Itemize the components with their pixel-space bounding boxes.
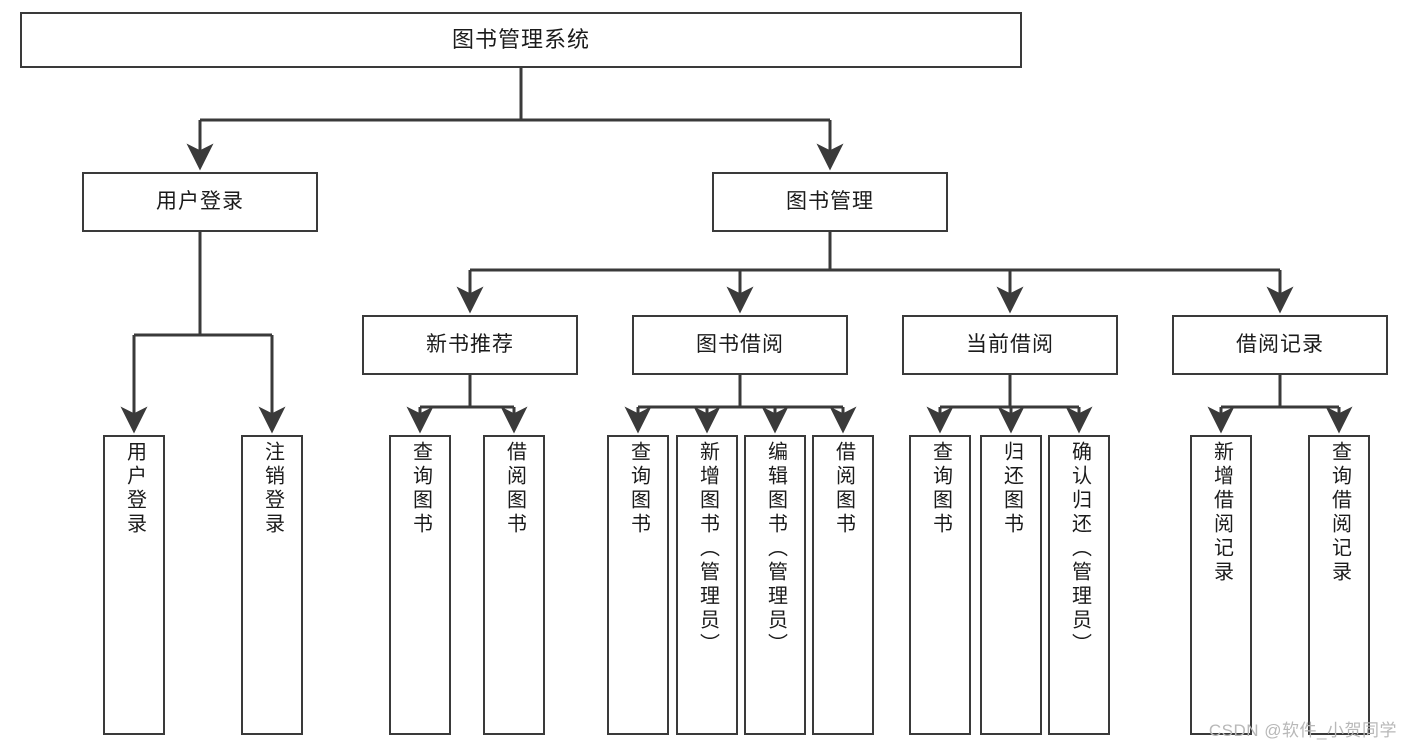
node-leaf-return-book-label: 归还图书	[1000, 441, 1023, 537]
node-leaf-edit-book-label: 编辑图书（管理员）	[764, 441, 787, 657]
node-leaf-confirm-return-label: 确认归还（管理员）	[1068, 441, 1091, 657]
node-leaf-borrow-book-1[interactable]: 借阅图书	[483, 435, 545, 735]
node-leaf-add-book-label: 新增图书（管理员）	[696, 441, 719, 657]
node-leaf-add-record[interactable]: 新增借阅记录	[1190, 435, 1252, 735]
node-user-login[interactable]: 用户登录	[82, 172, 318, 232]
node-leaf-query-book-3-label: 查询图书	[929, 441, 952, 537]
node-leaf-user-login[interactable]: 用户登录	[103, 435, 165, 735]
node-book-borrow-label: 图书借阅	[696, 333, 784, 357]
node-leaf-query-book-2[interactable]: 查询图书	[607, 435, 669, 735]
node-borrow-record-label: 借阅记录	[1236, 333, 1324, 357]
node-leaf-confirm-return[interactable]: 确认归还（管理员）	[1048, 435, 1110, 735]
node-leaf-query-book-1[interactable]: 查询图书	[389, 435, 451, 735]
node-new-book-recommend-label: 新书推荐	[426, 333, 514, 357]
node-leaf-user-logout[interactable]: 注销登录	[241, 435, 303, 735]
node-root[interactable]: 图书管理系统	[20, 12, 1022, 68]
node-new-book-recommend[interactable]: 新书推荐	[362, 315, 578, 375]
node-leaf-query-book-3[interactable]: 查询图书	[909, 435, 971, 735]
node-leaf-query-book-1-label: 查询图书	[409, 441, 432, 537]
node-leaf-query-record-label: 查询借阅记录	[1328, 441, 1351, 585]
node-leaf-return-book[interactable]: 归还图书	[980, 435, 1042, 735]
node-current-borrow-label: 当前借阅	[966, 333, 1054, 357]
node-current-borrow[interactable]: 当前借阅	[902, 315, 1118, 375]
node-user-login-label: 用户登录	[156, 190, 244, 214]
node-leaf-edit-book[interactable]: 编辑图书（管理员）	[744, 435, 806, 735]
node-root-label: 图书管理系统	[451, 26, 590, 52]
node-leaf-query-record[interactable]: 查询借阅记录	[1308, 435, 1370, 735]
node-leaf-user-login-label: 用户登录	[123, 441, 146, 537]
node-book-management-label: 图书管理	[786, 190, 874, 214]
node-borrow-record[interactable]: 借阅记录	[1172, 315, 1388, 375]
node-leaf-query-book-2-label: 查询图书	[627, 441, 650, 537]
node-leaf-add-book[interactable]: 新增图书（管理员）	[676, 435, 738, 735]
node-leaf-add-record-label: 新增借阅记录	[1210, 441, 1233, 585]
node-leaf-user-logout-label: 注销登录	[261, 441, 284, 537]
node-leaf-borrow-book-2-label: 借阅图书	[832, 441, 855, 537]
node-leaf-borrow-book-1-label: 借阅图书	[503, 441, 526, 537]
node-book-borrow[interactable]: 图书借阅	[632, 315, 848, 375]
watermark: CSDN @软件_小贺同学	[1208, 721, 1397, 740]
node-book-management[interactable]: 图书管理	[712, 172, 948, 232]
node-leaf-borrow-book-2[interactable]: 借阅图书	[812, 435, 874, 735]
